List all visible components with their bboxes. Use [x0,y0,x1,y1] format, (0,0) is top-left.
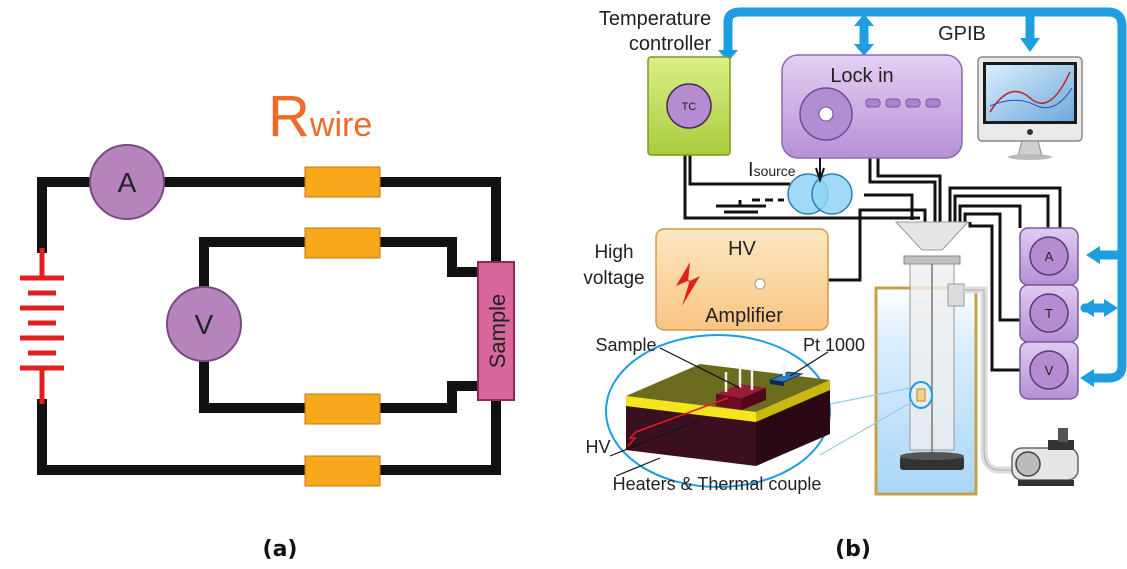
lock-in-buttons [865,98,941,108]
meter-t [1019,284,1079,343]
hv-amplifier-box [655,228,829,331]
resistor-bottom [304,455,381,487]
high-voltage-label-2: voltage [583,268,644,289]
temperature-controller-label-1: Temperature [599,8,711,30]
pt1000-label: Pt 1000 [803,335,865,355]
isource-main: I [748,159,754,181]
caption-a: (a) [263,537,298,562]
resistor-lower-inner [304,393,381,425]
inset-hv-label: HV [585,437,610,457]
meter-v-label: V [1045,363,1054,378]
panel-a: A V Sample Rwire (a) [20,84,515,562]
sample-box [477,261,515,401]
voltmeter-label: V [195,309,214,340]
amplifier-indicator [754,278,766,290]
high-voltage-label-1: High [594,242,633,263]
sample-label: Sample [485,294,510,369]
sample-region-highlight [909,381,933,409]
ammeter-label: A [118,167,137,198]
sample-stage-inset [605,334,913,488]
leader-lines [609,347,829,477]
tc-label: TC [682,101,697,113]
resistor-top [304,166,381,198]
current-source-icon [787,158,853,215]
heaters-label: Heaters & Thermal couple [613,474,822,494]
computer-icon [977,56,1083,160]
isource-label: Isource [748,159,796,181]
meter-v [1019,341,1079,400]
rwire-title: Rwire [268,84,372,149]
caption-b: (b) [835,537,871,562]
rwire-title-sub: wire [309,106,372,144]
vacuum-pump-icon [1011,428,1079,486]
hv-box-label: HV [728,238,756,260]
gpib-label: GPIB [938,23,986,45]
meter-a [1019,227,1079,286]
battery [20,248,64,404]
circuit-wires [37,177,501,475]
lightning-icon [676,262,700,306]
gpib-arrowheads [718,14,1118,387]
temperature-controller-label-2: controller [629,33,712,55]
tc-dial [666,83,712,129]
isource-sub: source [754,163,796,179]
meter-t-label: T [1045,306,1053,321]
signal-wires [683,155,1062,372]
inset-sample-label: Sample [595,335,656,355]
ground-symbol [716,198,784,220]
ammeter [89,144,165,220]
resistor-upper-inner [304,227,381,259]
lock-in-knob-inner [818,106,834,122]
meter-a-label: A [1045,249,1054,264]
panel-b: TC Temperature controller Lock in GPIB [583,7,1127,562]
rwire-title-main: R [268,84,310,149]
lock-in-label: Lock in [830,65,893,87]
amplifier-label: Amplifier [705,305,783,327]
voltmeter [166,286,242,362]
